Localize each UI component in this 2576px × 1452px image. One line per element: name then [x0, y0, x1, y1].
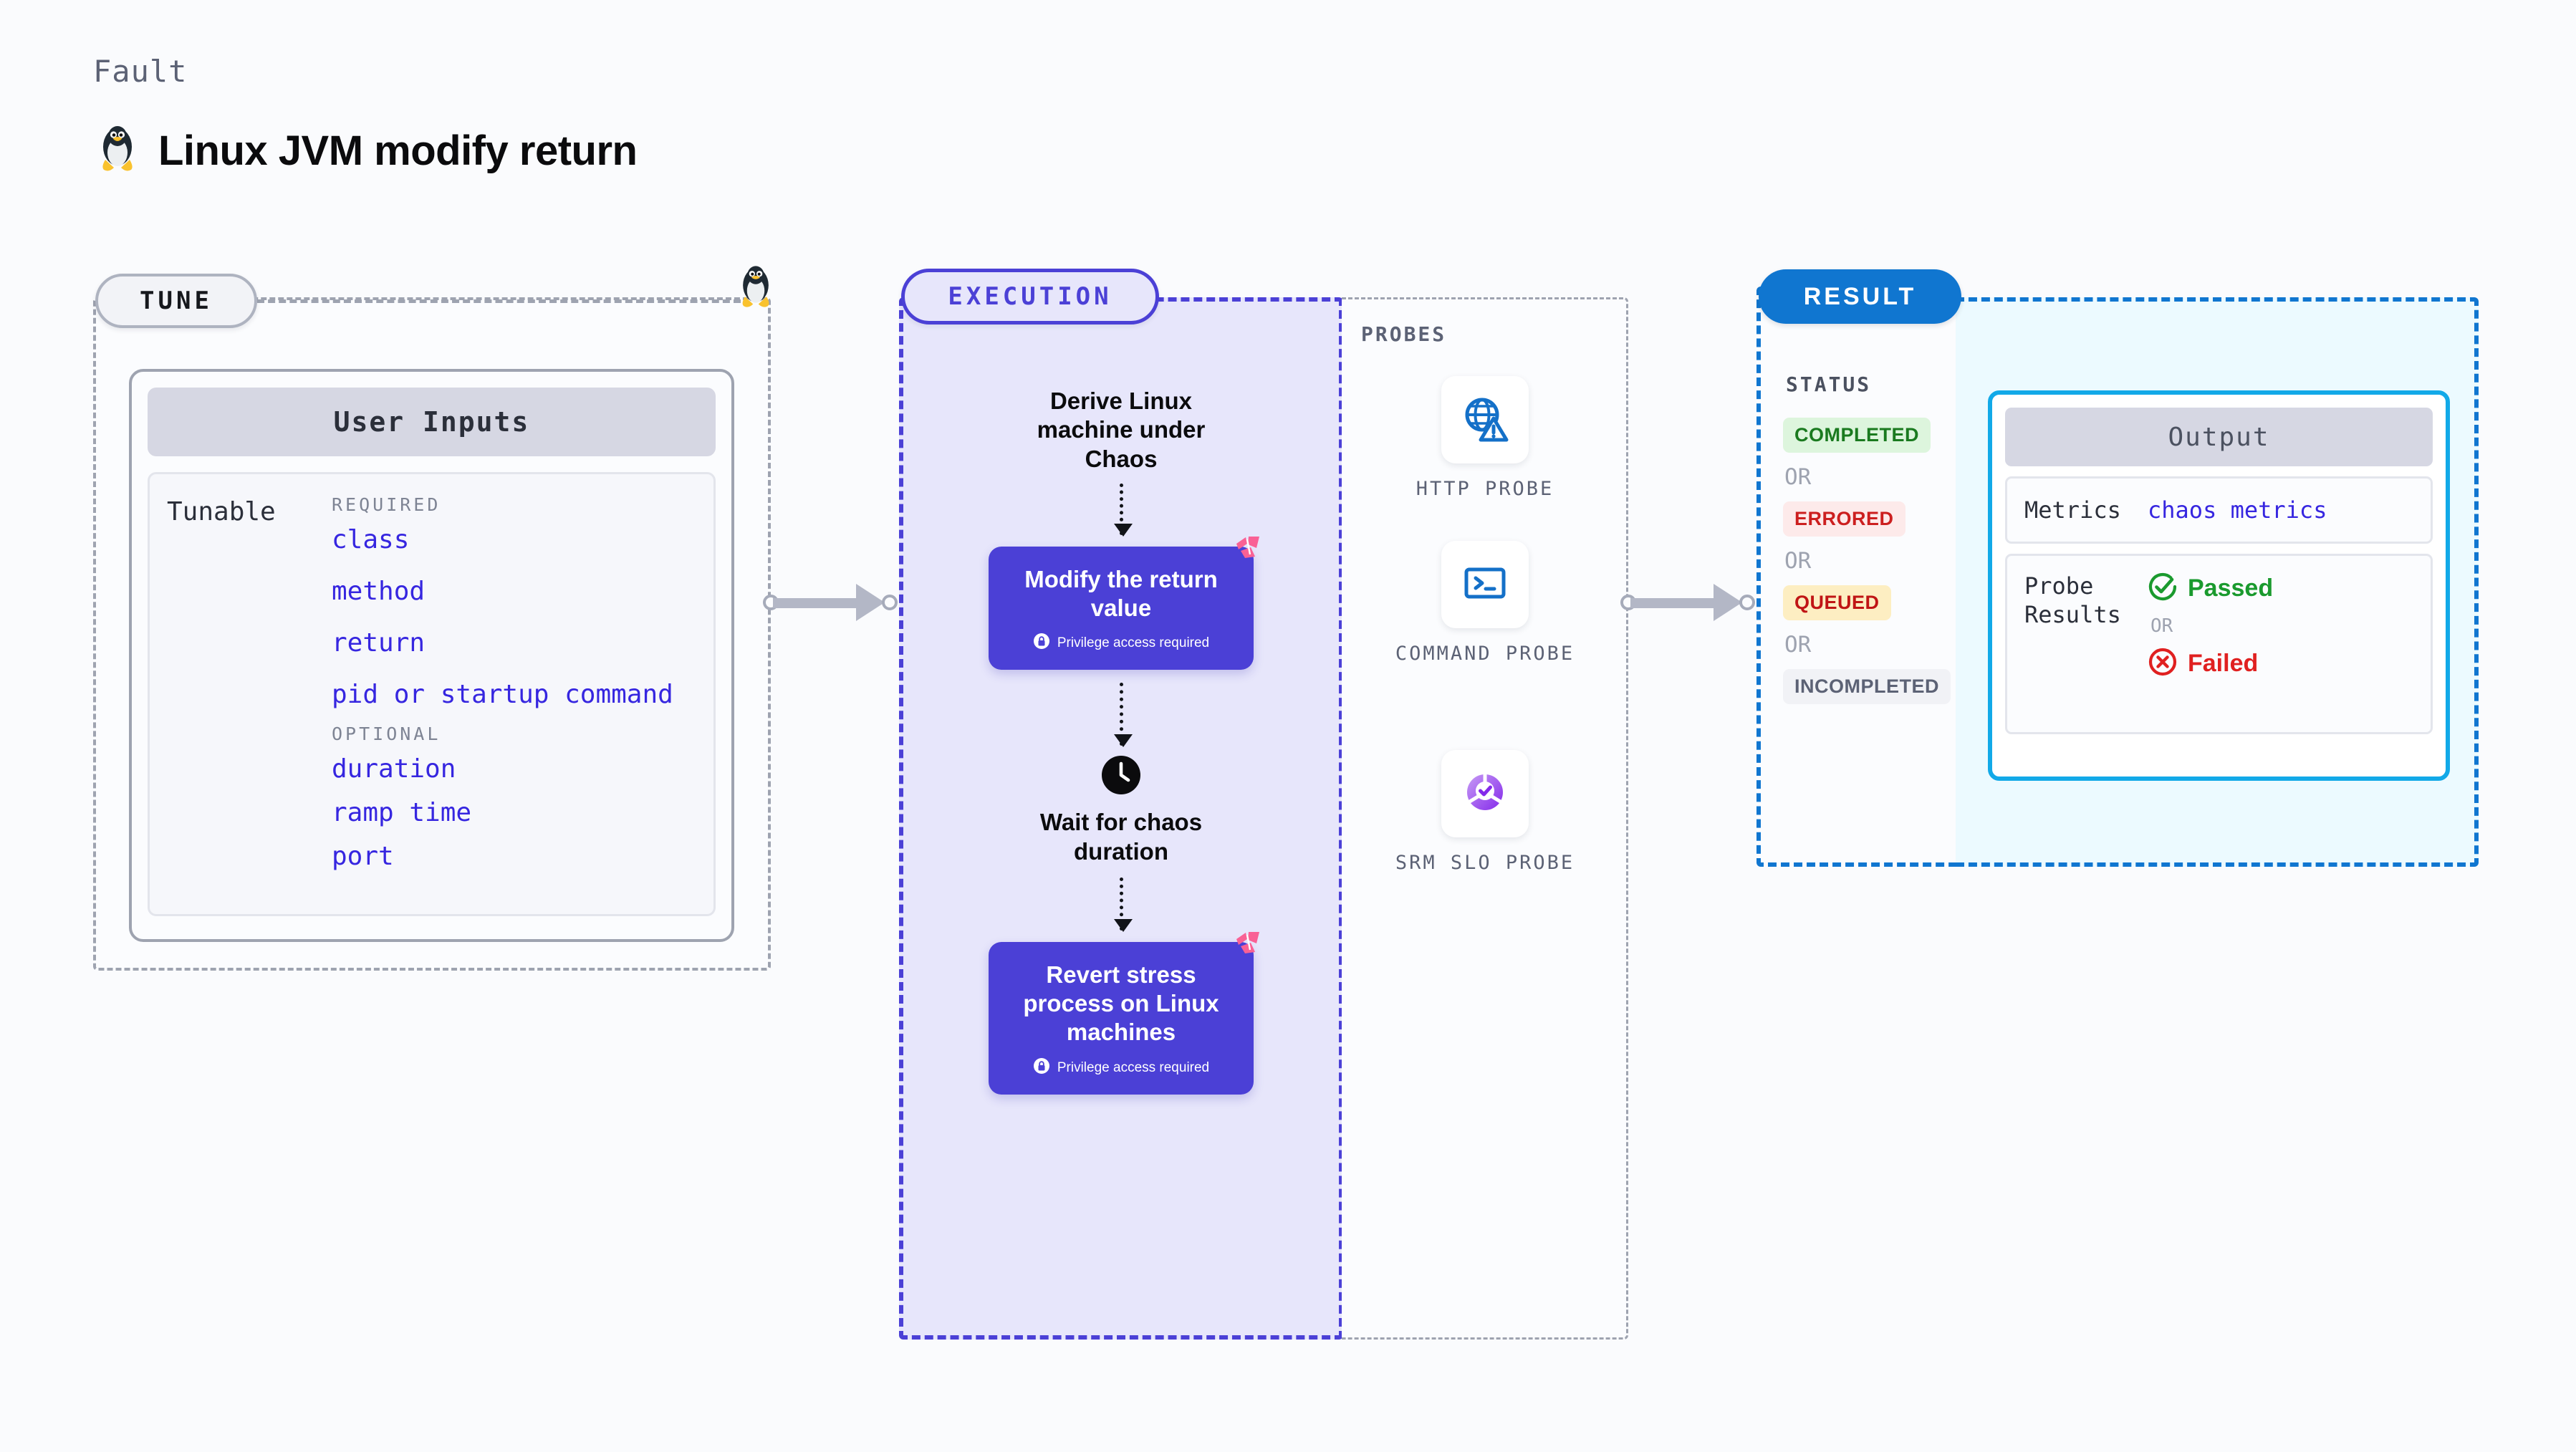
- privilege-note-1: Privilege access required: [1004, 633, 1238, 654]
- status-badge-queued: QUEUED: [1783, 585, 1891, 620]
- probes-section-title: PROBES: [1361, 322, 1447, 346]
- result-panel: [1756, 287, 1960, 867]
- probe-tile-command: [1441, 541, 1529, 628]
- probe-result-passed-label: Passed: [2188, 574, 2274, 602]
- execution-step-revert-stress-title: Revert stress process on Linux machines: [1023, 961, 1219, 1046]
- connector-dot-right: [1739, 595, 1755, 610]
- status-badge-completed: COMPLETED: [1783, 418, 1931, 453]
- probe-result-values: Passed OR Failed: [2148, 572, 2273, 716]
- tunable-section: Tunable REQUIRED class method return pid…: [148, 472, 716, 916]
- connector-arrowhead: [856, 584, 885, 621]
- execution-step-revert-stress[interactable]: Revert stress process on Linux machines …: [989, 931, 1259, 1095]
- connector-bar: [1630, 598, 1724, 608]
- slo-donut-check-icon: [1460, 767, 1510, 821]
- stage-pill-execution[interactable]: EXECUTION: [901, 269, 1159, 324]
- execution-flow: Derive Linux machine under Chaos Modify …: [899, 387, 1343, 1095]
- privilege-note-2: Privilege access required: [1004, 1057, 1238, 1079]
- output-probe-key: Probe Results: [2024, 572, 2121, 628]
- status-badge-incompleted: INCOMPLETED: [1783, 669, 1951, 704]
- stage-pill-tune[interactable]: TUNE: [95, 274, 257, 328]
- tunable-row-label: Tunable: [167, 497, 276, 527]
- status-list: COMPLETED OR ERRORED OR QUEUED OR INCOMP…: [1783, 418, 1951, 704]
- probe-label-http: HTTP PROBE: [1416, 478, 1554, 500]
- execution-step-modify-return-title: Modify the return value: [1024, 565, 1218, 621]
- probe-item-http[interactable]: HTTP PROBE: [1342, 376, 1628, 502]
- connector-dot-right: [882, 595, 898, 610]
- execution-step-derive-label: Derive Linux machine under Chaos: [1037, 388, 1206, 472]
- connector-arrowhead: [1714, 584, 1742, 621]
- status-or-1: OR: [1784, 464, 1812, 490]
- linux-penguin-icon: [97, 125, 138, 176]
- output-card-title: Output: [2005, 408, 2433, 466]
- tunable-item-method[interactable]: method: [332, 577, 426, 606]
- tunable-item-class[interactable]: class: [332, 525, 410, 554]
- output-row-probe-results: Probe Results Passed OR: [2005, 554, 2433, 734]
- flow-arrow-1: [1113, 483, 1133, 537]
- status-or-3: OR: [1784, 632, 1812, 658]
- lock-icon: [1033, 1057, 1050, 1079]
- user-inputs-card: User Inputs Tunable REQUIRED class metho…: [129, 369, 734, 942]
- output-metrics-key: Metrics: [2024, 496, 2121, 524]
- tunable-list: REQUIRED class method return pid or star…: [332, 494, 696, 894]
- terminal-prompt-icon: [1460, 558, 1510, 612]
- tunable-item-pid-or-startup-command[interactable]: pid or startup command: [332, 680, 673, 709]
- harness-logo-icon: [1232, 929, 1264, 963]
- execution-step-modify-return[interactable]: Modify the return value Privilege access…: [989, 536, 1259, 670]
- probe-label-srm-slo: SRM SLO PROBE: [1395, 852, 1575, 874]
- probe-result-passed: Passed: [2148, 572, 2273, 605]
- tunable-group-title-required: REQUIRED: [332, 494, 441, 515]
- globe-warning-icon: [1459, 393, 1511, 448]
- check-circle-icon: [2148, 572, 2178, 605]
- page-title-row: Linux JVM modify return: [97, 125, 638, 176]
- probe-item-command[interactable]: COMMAND PROBE: [1342, 541, 1628, 667]
- privilege-note-1-label: Privilege access required: [1057, 635, 1210, 651]
- linux-node-icon: [736, 265, 776, 313]
- tunable-item-port[interactable]: port: [332, 842, 394, 871]
- connector-bar: [773, 598, 866, 608]
- status-or-2: OR: [1784, 548, 1812, 574]
- probe-label-command: COMMAND PROBE: [1395, 643, 1575, 665]
- output-metrics-value[interactable]: chaos metrics: [2148, 496, 2327, 524]
- execution-panel: [899, 297, 1343, 1340]
- probe-result-failed: Failed: [2148, 647, 2273, 681]
- harness-logo-icon: [1232, 534, 1264, 567]
- page-kicker: Fault: [93, 54, 188, 89]
- probe-tile-srm-slo: [1441, 750, 1529, 837]
- clock-icon: [1102, 756, 1140, 798]
- user-inputs-title: User Inputs: [148, 388, 716, 456]
- connector-tune-to-execution: [763, 580, 906, 623]
- status-badge-errored: ERRORED: [1783, 501, 1905, 537]
- probe-result-or: OR: [2150, 615, 2173, 637]
- connector-execution-to-result: [1620, 580, 1764, 623]
- tunable-item-duration[interactable]: duration: [332, 754, 456, 784]
- flow-arrow-2: [1113, 683, 1133, 748]
- output-row-metrics: Metrics chaos metrics: [2005, 476, 2433, 544]
- tune-connector-dash: [257, 299, 741, 303]
- stage-pill-result[interactable]: RESULT: [1759, 269, 1961, 324]
- tunable-item-return[interactable]: return: [332, 628, 426, 658]
- lock-icon: [1033, 633, 1050, 654]
- flow-arrow-3: [1113, 877, 1133, 932]
- close-circle-icon: [2148, 647, 2178, 681]
- wait-for-chaos-duration-label: Wait for chaos duration: [1039, 809, 1203, 865]
- probe-result-failed-label: Failed: [2188, 650, 2259, 677]
- privilege-note-2-label: Privilege access required: [1057, 1059, 1210, 1075]
- probe-tile-http: [1441, 376, 1529, 463]
- status-section-title: STATUS: [1786, 372, 1872, 396]
- page-title: Linux JVM modify return: [158, 128, 638, 174]
- probe-item-srm-slo[interactable]: SRM SLO PROBE: [1342, 750, 1628, 876]
- tunable-item-ramp-time[interactable]: ramp time: [332, 798, 472, 827]
- tunable-group-title-optional: OPTIONAL: [332, 723, 441, 744]
- output-card: Output Metrics chaos metrics Probe Resul…: [1988, 390, 2450, 781]
